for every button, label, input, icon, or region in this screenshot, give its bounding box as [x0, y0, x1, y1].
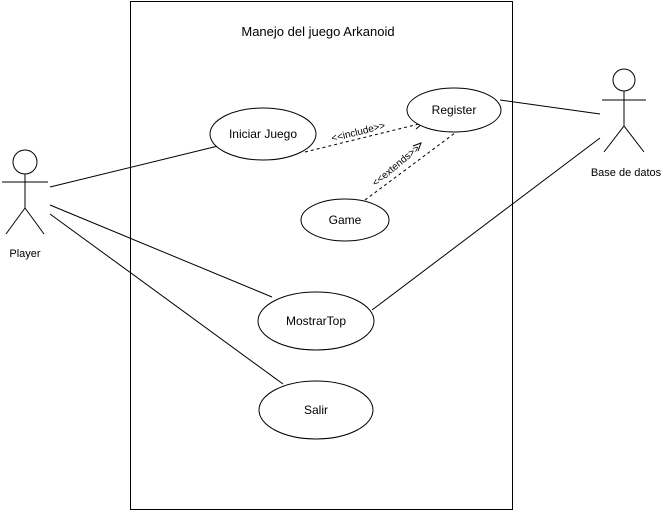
association-mostrar-top-database [371, 137, 601, 311]
association-player-salir [49, 213, 284, 385]
use-case-iniciar-juego-label: Iniciar Juego [229, 127, 297, 141]
use-case-game-label: Game [329, 213, 362, 227]
include-relation-label: <<include>> [330, 121, 386, 145]
use-case-game[interactable]: Game [300, 198, 390, 242]
actor-player[interactable]: Player [2, 149, 48, 260]
use-case-mostrar-top[interactable]: MostrarTop [257, 291, 375, 351]
actor-database-head-icon [612, 68, 636, 92]
system-title: Manejo del juego Arkanoid [241, 24, 394, 39]
use-case-register[interactable]: Register [406, 87, 502, 133]
actor-player-label: Player [9, 248, 41, 260]
use-case-salir[interactable]: Salir [258, 380, 374, 440]
use-case-iniciar-juego[interactable]: Iniciar Juego [209, 107, 317, 161]
association-player-mostrar-top [49, 204, 273, 298]
use-case-register-label: Register [432, 103, 477, 117]
include-relation-line [304, 122, 424, 153]
extends-relation-label: <<extends>> [370, 143, 422, 189]
actor-player-head-icon [12, 149, 38, 175]
use-case-mostrar-top-label: MostrarTop [286, 314, 346, 328]
system-boundary [130, 1, 513, 510]
association-player-iniciar-juego [49, 145, 219, 188]
extends-arrow-head [412, 142, 422, 152]
use-case-salir-label: Salir [304, 403, 328, 417]
actor-database-label: Base de datos [591, 167, 662, 179]
extends-relation-line [364, 129, 460, 201]
actor-database[interactable]: Base de datos [591, 68, 662, 179]
association-register-database [499, 99, 601, 115]
